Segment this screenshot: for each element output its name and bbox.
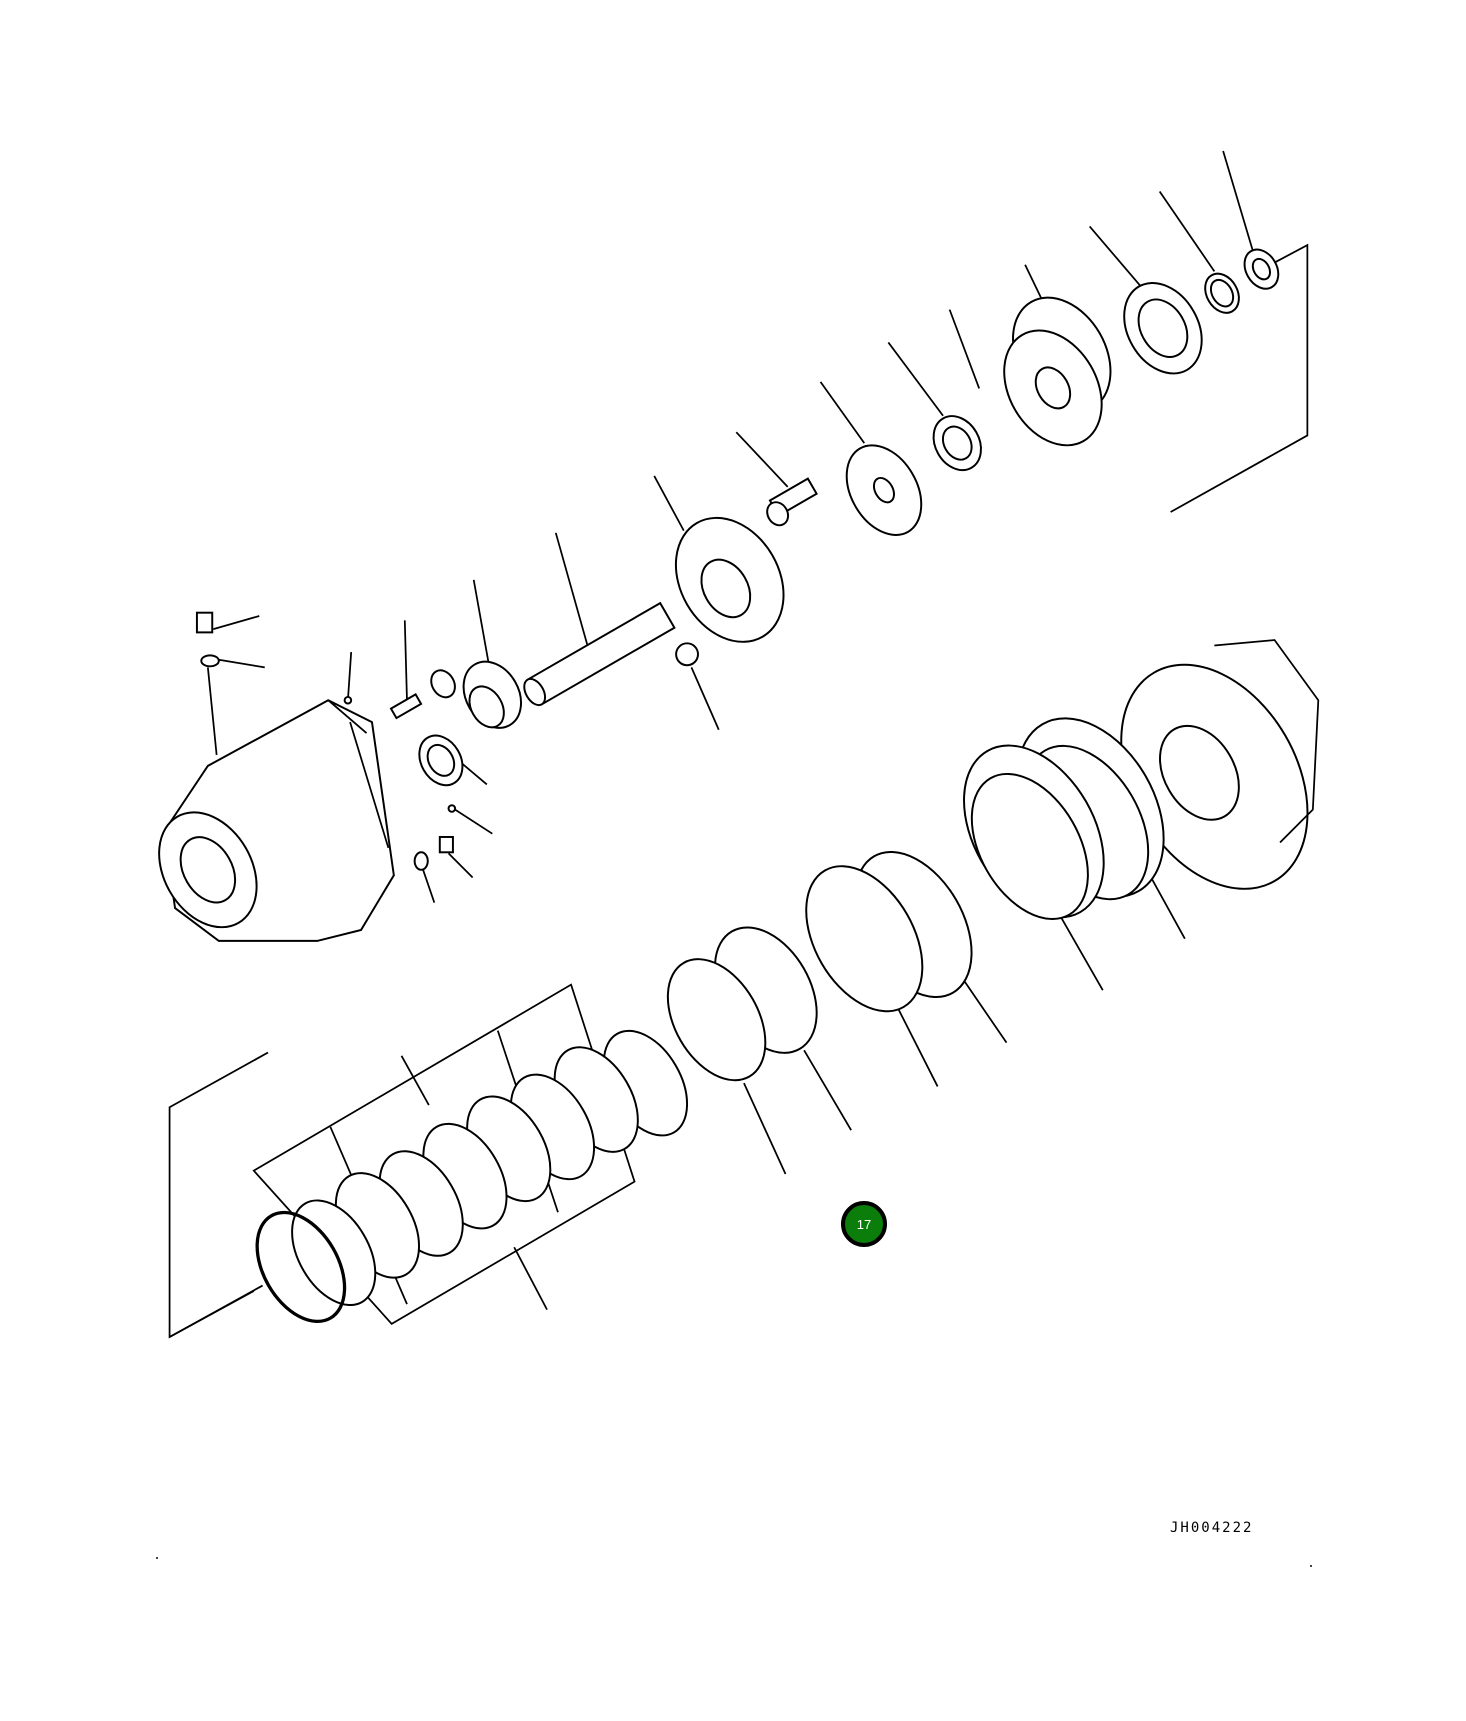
corner-mark: [1310, 1565, 1312, 1567]
motor-housing: [158, 699, 395, 942]
drawing-code: JH004222: [1170, 1520, 1254, 1536]
bottom-left-bracket: [168, 1051, 269, 1339]
corner-mark: [156, 1557, 158, 1559]
callout-17[interactable]: 17: [841, 1201, 887, 1247]
lower-rings: [255, 717, 1165, 1324]
top-right-bracket: [1170, 243, 1309, 513]
rear-housing: [1120, 639, 1320, 890]
upper-parts: [195, 248, 1280, 871]
